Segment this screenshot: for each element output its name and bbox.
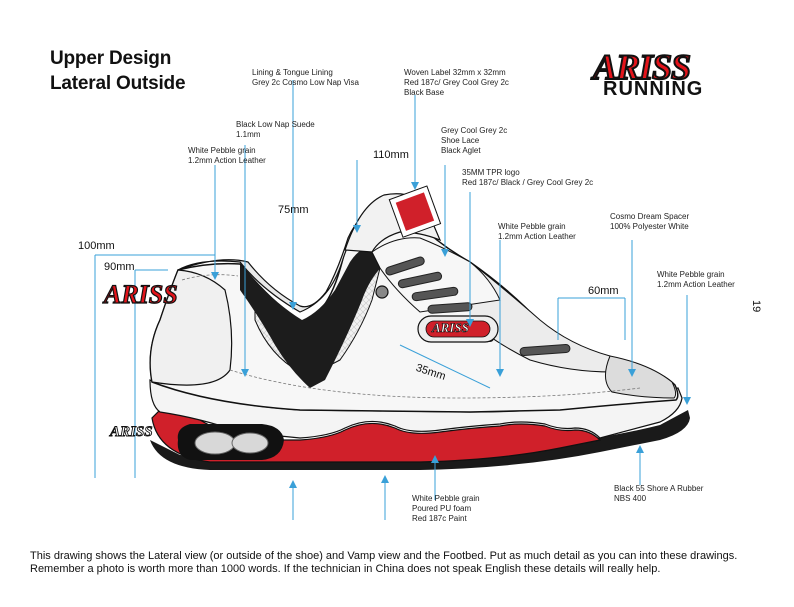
stitch-line-collar xyxy=(181,274,239,281)
leader-arrowheads xyxy=(211,182,691,488)
dimension-75mm: 75mm xyxy=(278,204,309,216)
shoe-midsole-logo: ARISS xyxy=(110,424,153,441)
annotation-rubber: Black 55 Shore A Rubber NBS 400 xyxy=(614,484,704,503)
annotation-pebble-left: White Pebble grain 1.2mm Action Leather xyxy=(188,146,266,165)
page-title: Upper Design xyxy=(50,48,172,69)
brand-logo-subtitle: RUNNING xyxy=(603,78,704,100)
annotation-black-suede: Black Low Nap Suede 1.1mm xyxy=(236,120,315,139)
brand-logo-word: ARISS xyxy=(592,46,692,88)
annotation-pebble-right: White Pebble grain 1.2mm Action Leather xyxy=(657,270,735,289)
footer-note: This drawing shows the Lateral view (or … xyxy=(30,550,738,575)
stitch-line xyxy=(229,369,641,399)
annotation-tpr-logo: 35MM TPR logo Red 187c/ Black / Grey Coo… xyxy=(462,168,594,187)
tpr-logo-capsule-inner xyxy=(425,320,491,338)
eyelet xyxy=(375,285,389,299)
page-number: 19 xyxy=(750,300,762,313)
dimension-100mm: 100mm xyxy=(78,240,115,252)
dimension-90mm: 90mm xyxy=(104,261,135,273)
shoe-side-logo: ARISS xyxy=(432,320,469,336)
annotation-spacer: Cosmo Dream Spacer 100% Polyester White xyxy=(610,212,690,231)
heel-counter xyxy=(149,269,233,386)
shoe-heel-logo: ARISS xyxy=(103,279,178,309)
black-suede-stripe xyxy=(240,248,392,388)
annotation-foam: White Pebble grain Poured PU foam Red 18… xyxy=(412,494,480,523)
outsole xyxy=(150,410,690,470)
toe-cap xyxy=(605,355,677,399)
air-bubble-right xyxy=(231,432,269,454)
dimension-60mm: 60mm xyxy=(588,285,619,297)
dimension-110mm: 110mm xyxy=(373,149,409,161)
woven-label-flag xyxy=(388,185,442,238)
annotation-shoe-lace: Grey Cool Grey 2c Shoe Lace Black Aglet xyxy=(441,126,508,155)
annotation-pebble-mid: White Pebble grain 1.2mm Action Leather xyxy=(498,222,576,241)
leader-lines xyxy=(94,80,688,520)
air-bubble-left xyxy=(194,431,236,455)
page-subtitle: Lateral Outside xyxy=(50,73,186,94)
annotation-lining: Lining & Tongue Lining Grey 2c Cosmo Low… xyxy=(252,68,360,87)
brand-logo: ARISS RUNNING xyxy=(592,46,743,101)
annotation-woven-label: Woven Label 32mm x 32mm Red 187c/ Grey C… xyxy=(404,68,509,97)
